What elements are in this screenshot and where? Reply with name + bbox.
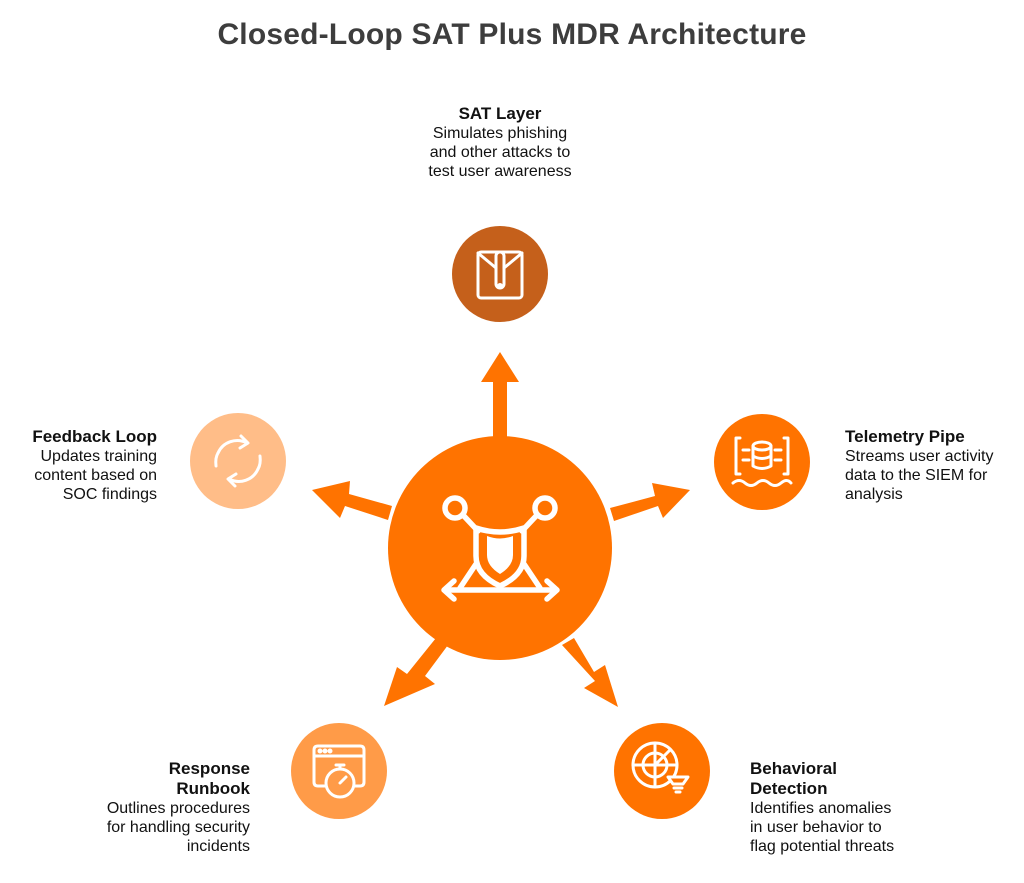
feedback-node-name: Feedback Loop [32, 427, 157, 446]
telemetry-node-name: Telemetry Pipe [845, 427, 965, 446]
arrow-to-feedback [312, 481, 392, 520]
sat-node-circle [452, 226, 548, 322]
telemetry-node-label: Telemetry Pipe Streams user activity dat… [845, 427, 1020, 504]
arrow-to-sat [481, 352, 519, 440]
browser-stopwatch-icon [312, 744, 366, 799]
feedback-node-label: Feedback Loop Updates training content b… [0, 427, 157, 504]
database-stream-icon [731, 436, 793, 487]
sat-node-name: SAT Layer [458, 104, 542, 123]
behavioral-node-label: Behavioral Detection Identifies anomalie… [750, 759, 940, 856]
sat-node-label: SAT Layer Simulates phishing and other a… [400, 104, 600, 181]
radar-funnel-icon [631, 741, 690, 794]
telemetry-node-description: Streams user activity data to the SIEM f… [845, 448, 994, 503]
refresh-cycle-icon [214, 434, 262, 488]
telemetry-node-circle [714, 414, 810, 510]
arrow-to-behavioral [562, 638, 618, 707]
sat-node-description: Simulates phishing and other attacks to … [428, 125, 572, 180]
behavioral-node-description: Identifies anomalies in user behavior to… [750, 800, 895, 855]
behavioral-node-name: Behavioral Detection [750, 759, 837, 798]
runbook-node-label: Response Runbook Outlines procedures for… [60, 759, 250, 856]
runbook-node-circle [291, 723, 387, 819]
shield-network-icon [441, 495, 560, 602]
feedback-node-circle [190, 413, 286, 509]
feedback-node-description: Updates training content based on SOC fi… [34, 448, 157, 503]
envelope-zipper-icon [476, 250, 524, 300]
runbook-node-description: Outlines procedures for handling securit… [106, 800, 250, 855]
runbook-node-name: Response Runbook [168, 759, 250, 798]
arrow-to-runbook [384, 633, 451, 706]
page-title: Closed-Loop SAT Plus MDR Architecture [217, 18, 807, 51]
behavioral-node-circle [614, 723, 710, 819]
arrow-to-telemetry [610, 483, 690, 521]
